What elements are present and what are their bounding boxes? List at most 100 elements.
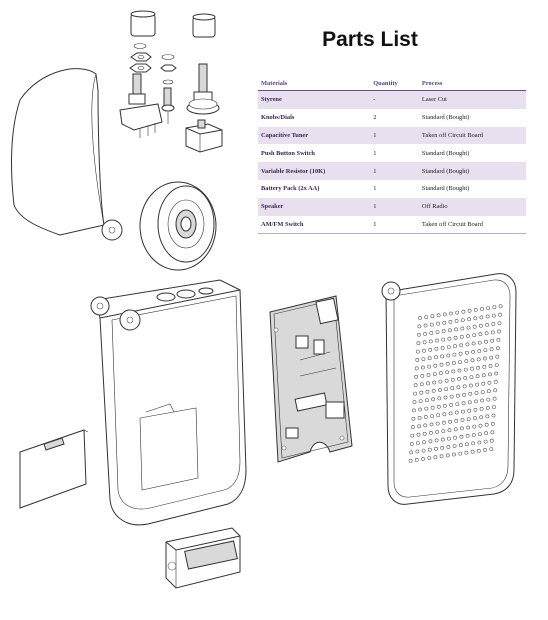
grille-hole [458,351,463,356]
grille-hole [473,316,478,321]
grille-hole [459,334,464,339]
grille-hole [430,405,435,410]
grille-hole [439,362,444,367]
grille-hole [478,332,483,337]
grille-hole [432,380,437,385]
grille-hole [437,388,442,392]
grille-hole [432,372,437,377]
grille-hole [481,373,486,378]
potentiometer-right [186,63,220,115]
grille-hole [494,371,499,376]
grille-hole [497,329,501,334]
process-cell: Taken off Circuit Board [418,126,526,145]
grille-hole [490,338,495,343]
grille-hole [422,348,426,353]
grille-hole [442,320,447,325]
quantity-cell: 1 [373,149,377,157]
column-header: Materials [258,76,371,91]
grille-hole [489,347,494,352]
grille-hole [473,407,478,412]
grille-hole [477,349,482,353]
grille-hole [485,406,490,410]
grille-hole [417,415,422,420]
grille-hole [465,442,469,447]
grille-hole [488,372,492,377]
grille-hole [445,361,450,366]
grille-hole [447,336,452,341]
grille-hole [437,396,442,401]
grille-hole [409,450,414,455]
grille-hole [495,346,500,351]
grille-hole [420,373,425,378]
process-cell: Standard (Bought) [421,114,470,122]
grille-hole [445,453,450,458]
grille-hole [429,422,434,427]
grille-hole [471,433,476,437]
process-cell: Standard (Bought) [418,162,526,180]
material-cell: Push Button Switch [261,149,315,157]
grille-hole [497,321,502,326]
grille-hole [451,369,456,374]
grille-hole [486,389,491,394]
grille-hole [479,415,484,420]
grille-hole [471,441,476,446]
grille-hole [478,323,483,328]
grille-hole [484,422,489,427]
grille-hole [435,338,439,343]
grille-hole [466,325,471,330]
grille-hole [442,312,447,317]
material-cell: Battery Pack (2x AA) [261,185,320,193]
grille-hole [490,330,495,335]
grille-hole [485,314,490,319]
grille-hole [427,364,432,369]
circuit-board [269,295,353,463]
grille-hole [433,363,438,368]
grille-hole [431,388,436,393]
process-cell: Standard (Bought) [421,149,470,157]
grille-hole [411,416,416,421]
grille-hole [433,355,438,360]
grille-hole [448,319,453,324]
grille-front-panel [381,273,517,505]
grille-hole [466,417,471,422]
grille-hole [476,357,481,362]
grille-hole [482,356,487,361]
grille-hole [461,409,465,414]
grille-hole [470,449,475,454]
grille-hole [440,437,445,442]
grille-hole [413,391,418,396]
grille-hole [426,381,430,386]
grille-hole [483,439,488,444]
grille-hole [442,412,447,417]
grille-hole [480,398,485,403]
grille-hole [446,353,451,358]
grille-hole [446,436,451,441]
grille-hole [414,366,419,371]
grille-hole [421,357,426,362]
grille-hole [438,371,443,376]
grille-hole [487,380,492,385]
grille-hole [424,398,429,403]
grille-hole [455,310,460,315]
grille-hole [435,330,440,335]
grille-hole [485,414,490,419]
grille-hole [422,340,427,345]
grille-hole [491,413,496,418]
grille-hole [491,313,496,318]
grille-hole [493,379,498,384]
grille-hole [486,306,491,311]
grille-hole [452,452,456,457]
grille-hole [440,445,445,450]
grille-hole [418,399,423,404]
grille-hole [460,326,465,331]
grille-hole [467,308,472,313]
grille-hole [443,395,448,400]
grille-hole [459,426,464,431]
material-cell: Styrene [258,90,371,109]
grille-hole [441,329,446,334]
quantity-cell: 1 [373,185,377,193]
grille-hole [463,376,468,380]
grille-hole [446,345,451,350]
grille-hole [457,376,461,381]
grille-hole [494,363,499,368]
